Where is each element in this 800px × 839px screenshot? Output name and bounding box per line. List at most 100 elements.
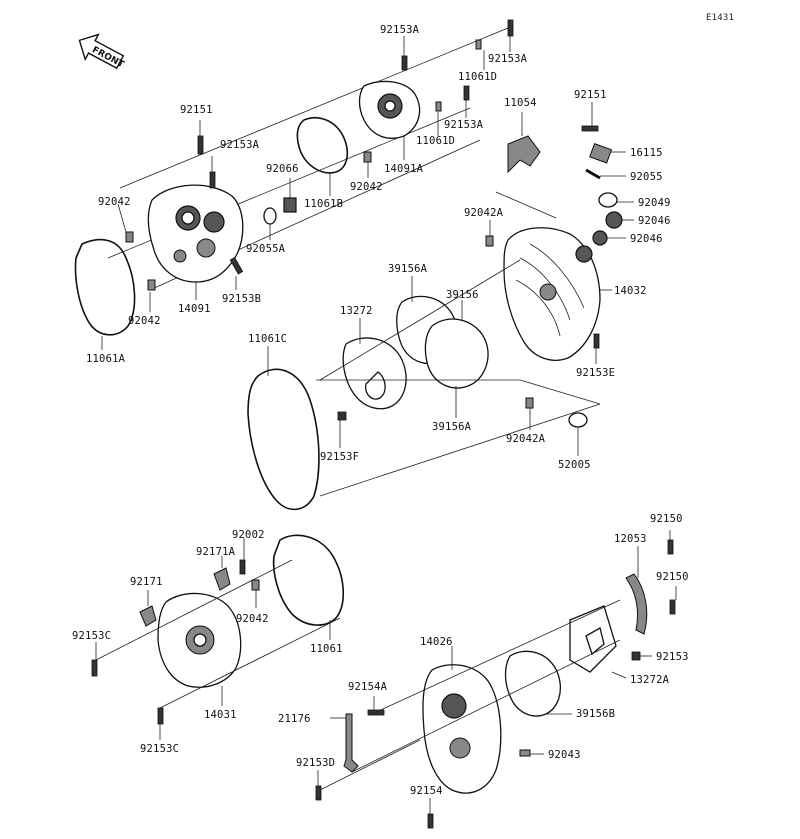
pin-92043 [519,749,531,757]
label-13272A: 13272A [630,674,670,686]
label-92153B: 92153B [222,293,261,305]
label-92153A-mid: 92153A [444,119,484,131]
pin-92042A-b [525,397,534,409]
label-39156A-b: 39156A [432,421,472,433]
bolt-92153A-left [209,171,216,189]
washer-92049 [598,192,618,208]
bolt-92153F [337,411,347,421]
label-14091: 14091 [178,303,211,315]
bearing-92046-b [592,230,608,246]
label-11061D-b: 11061D [416,135,455,147]
label-12053: 12053 [614,533,647,545]
label-39156A: 39156A [388,263,428,275]
label-92154A: 92154A [348,681,388,693]
label-13272: 13272 [340,305,373,317]
seal-52005 [568,412,588,428]
cover-14091A [358,80,421,139]
label-92171: 92171 [130,576,163,588]
label-16115: 16115 [630,147,663,159]
label-92153C-b: 92153C [140,743,179,755]
label-92150-b: 92150 [656,571,689,583]
label-92153: 92153 [656,651,689,663]
front-arrow-icon: FRONT [78,33,126,71]
label-14031: 14031 [204,709,237,721]
bolt-92153 [631,651,641,661]
label-92154: 92154 [410,785,443,797]
label-92042A-top: 92042A [464,207,504,219]
label-92153A-left: 92153A [220,139,260,151]
rod-21176 [343,713,359,773]
cover-14091 [147,184,244,283]
clamp-92171 [139,605,157,627]
bolt-92153A-top [401,55,408,71]
label-92046-a: 92046 [638,215,671,227]
label-92042-d: 92042 [236,613,269,625]
gasket-11061 [272,534,345,626]
bolt-92153A-right [507,19,514,37]
label-leaders-upper-left [101,36,511,350]
bracket-11054 [507,135,541,174]
bolt-92150-a [667,539,674,555]
label-11061B: 11061B [304,198,343,210]
label-92046-b: 92046 [630,233,663,245]
label-92153A-right: 92153A [488,53,528,65]
label-92055: 92055 [630,171,663,183]
gasket-11061C [247,368,320,511]
generator-cover-14031 [157,592,242,688]
bolt-92153C-b [157,707,164,725]
spring-92055 [585,168,601,180]
label-92002: 92002 [232,529,265,541]
label-92153A-top: 92153A [380,24,420,36]
washer-11061D-b [435,101,442,112]
label-39156B: 39156B [576,708,615,720]
label-92153D: 92153D [296,757,335,769]
bolt-92153D [315,785,322,801]
label-92042-a: 92042 [350,181,383,193]
label-14091A: 14091A [384,163,424,175]
label-92153C-a: 92153C [72,630,111,642]
pin-92042-b [125,231,134,243]
label-leaders-lower-right [317,530,677,814]
plate-13272 [342,337,407,410]
label-92043: 92043 [548,749,581,761]
bolt-92153A-mid [463,85,470,101]
bolt-92151-left [197,135,204,155]
plate-13272A [569,605,617,673]
label-92042-b: 92042 [98,196,131,208]
label-11061A: 11061A [86,353,126,365]
bearing-92046-a [605,211,623,229]
label-11061C: 11061C [248,333,287,345]
gasket-39156 [424,318,489,389]
label-92150-a: 92150 [650,513,683,525]
bolt-92153E [593,333,600,349]
pin-92042A-top [485,235,494,247]
label-39156: 39156 [446,289,479,301]
clamp-92171A [213,567,231,591]
bolt-92153C-a [91,659,98,677]
label-11061: 11061 [310,643,343,655]
guide-12053 [625,573,648,635]
gasket-11061B [296,116,349,174]
label-92055A: 92055A [246,243,286,255]
washer-11061D-a [475,39,482,50]
label-92151-left: 92151 [180,104,213,116]
cap-16115 [589,142,613,164]
oring-92055A [263,207,277,225]
guard-39156B [504,650,561,717]
reference-code: E1431 [706,13,734,23]
label-92151-right: 92151 [574,89,607,101]
label-11054: 11054 [504,97,537,109]
label-92042A-b: 92042A [506,433,546,445]
label-92066: 92066 [266,163,299,175]
pin-92042-c [147,279,156,291]
bolt-92002 [239,559,246,575]
clutch-cover-14032 [503,227,601,361]
label-92049: 92049 [638,197,671,209]
pin-92042-d [251,579,260,591]
part-labels: 92153A 92153A 11061D 92153A 11061D 14091… [72,24,689,797]
label-14026: 14026 [420,636,453,648]
label-11061D-a: 11061D [458,71,497,83]
bolt-92153B [229,257,244,275]
label-52005: 52005 [558,459,591,471]
